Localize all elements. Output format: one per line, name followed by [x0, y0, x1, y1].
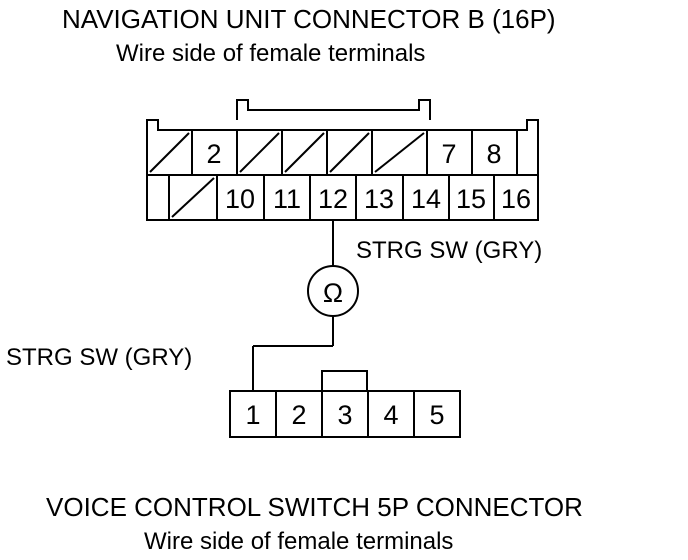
bottom-connector-title: VOICE CONTROL SWITCH 5P CONNECTOR: [46, 492, 583, 522]
pin-11-label: 11: [273, 184, 301, 214]
pin-10-label: 10: [225, 184, 255, 214]
pin-8-label: 8: [486, 139, 501, 169]
empty-cavity-9: [171, 177, 215, 218]
bottom-connector-subtitle: Wire side of female terminals: [144, 528, 454, 555]
wire-upper-label: STRG SW (GRY): [356, 237, 543, 264]
wire-lower-label: STRG SW (GRY): [6, 344, 193, 371]
ohm-icon: Ω: [323, 278, 343, 308]
pin-16-label: 16: [501, 184, 531, 214]
pin-7-label: 7: [441, 139, 456, 169]
wire-path: [252, 220, 359, 391]
pin-15-label: 15: [456, 184, 486, 214]
pin-14-label: 14: [411, 184, 441, 214]
voice-control-connector-5p: [229, 370, 461, 438]
pin-3-label: 3: [337, 400, 352, 430]
pin-1-label: 1: [245, 400, 260, 430]
navigation-connector-16p: [146, 99, 539, 221]
pin-12-label: 12: [318, 184, 348, 214]
empty-cavity-4: [284, 132, 325, 173]
empty-cavity-3: [239, 132, 280, 173]
pin-2-label: 2: [206, 139, 221, 169]
top-connector-subtitle: Wire side of female terminals: [116, 40, 426, 67]
empty-cavity-1: [149, 132, 190, 173]
pin-13-label: 13: [364, 184, 394, 214]
pin-2-label: 2: [291, 400, 306, 430]
top-connector-title: NAVIGATION UNIT CONNECTOR B (16P): [62, 4, 556, 34]
pin-4-label: 4: [383, 400, 398, 430]
empty-cavity-5: [329, 132, 370, 173]
pin-5-label: 5: [429, 400, 444, 430]
empty-cavity-6: [374, 132, 425, 173]
